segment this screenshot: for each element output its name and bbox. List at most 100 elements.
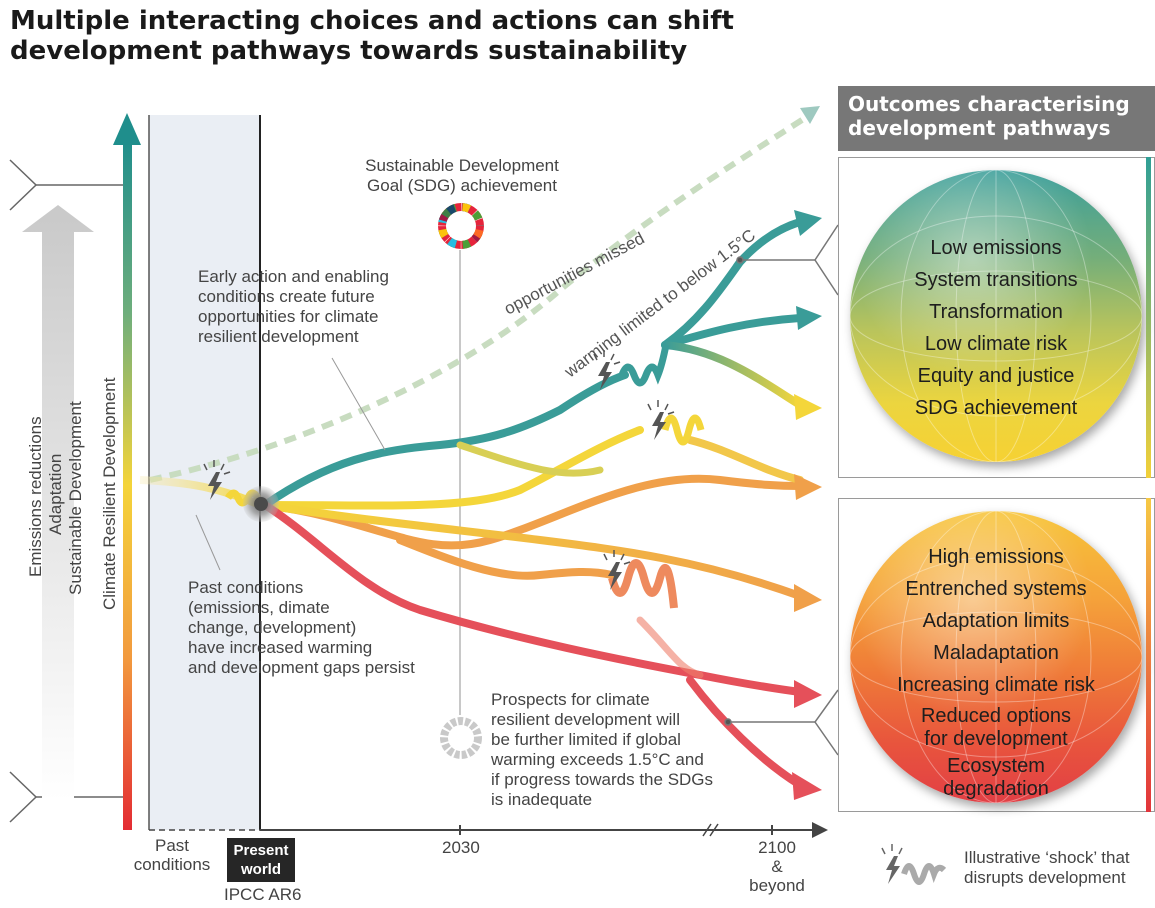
sdg-wheel-gray-icon (440, 717, 482, 759)
sdg-wheel-icon (438, 203, 484, 249)
sdg-achievement-annotation: Sustainable Development Goal (SDG) achie… (362, 156, 562, 196)
outcome-item: Increasing climate risk (897, 674, 1095, 696)
outcome-item: Maladaptation (933, 642, 1059, 664)
outcome-item: Entrenched systems (905, 578, 1087, 600)
outcome-item: SDG achievement (914, 397, 1078, 419)
pathway-arrow-heads (792, 210, 822, 800)
sustainable-outcomes-list: Low emissions System transitions Transfo… (850, 232, 1142, 424)
sustainable-outcomes-sphere: Low emissions System transitions Transfo… (850, 170, 1142, 462)
past-conditions-label: Past conditions (128, 836, 216, 874)
shock-legend-line-1: Illustrative ‘shock’ that (964, 848, 1130, 867)
early-action-line-2: conditions create future (198, 287, 375, 306)
crd-gradient-bar (123, 140, 132, 830)
diagram-title: Multiple interacting choices and actions… (10, 6, 734, 66)
opportunities-missed-label: opportunities missed (501, 229, 648, 319)
outcome-item: Low climate risk (924, 333, 1068, 355)
ipcc-ar6-label: IPCC AR6 (224, 885, 302, 904)
unsustainable-color-strip (1146, 498, 1151, 812)
year-2030-label: 2030 (442, 838, 480, 857)
present-label-line-2: world (241, 861, 281, 878)
pathways (261, 218, 804, 789)
outcome-item: Ecosystem (947, 755, 1045, 777)
pathway-teal-branch-yellow (456, 441, 604, 477)
left-bracket-top (9, 159, 128, 211)
past-line-5: and development gaps persist (188, 658, 415, 677)
outcome-item: Reduced options (920, 705, 1072, 727)
prospects-line-6: is inadequate (491, 790, 593, 809)
unsustainable-outcomes-box: High emissions Entrenched systems Adapta… (838, 498, 1155, 812)
sustainable-outcomes-box: Low emissions System transitions Transfo… (838, 157, 1155, 478)
prospects-line-5: if progress towards the SDGs (491, 770, 714, 789)
past-conditions-annotation: Past conditions (emissions, dimate chang… (188, 578, 415, 678)
outcomes-header: Outcomes characterising development path… (838, 86, 1155, 151)
shock-wiggle-teal (618, 344, 670, 387)
lightning-shock-icon (603, 550, 631, 590)
prospects-line-1: Prospects for climate (491, 690, 650, 709)
pathway-orange-top (261, 474, 804, 550)
adaptation-label: Adaptation (46, 453, 65, 535)
unsustainable-outcomes-sphere: High emissions Entrenched systems Adapta… (850, 511, 1142, 803)
shock-legend-icon (881, 844, 947, 885)
sustainable-development-label: Sustainable Development (66, 401, 85, 595)
early-action-line-1: Early action and enabling (198, 267, 389, 286)
pathway-red-main (261, 501, 804, 696)
pathway-teal-main (261, 371, 629, 509)
title-line-1: Multiple interacting choices and actions… (10, 6, 734, 36)
pathway-red-lower (686, 676, 804, 789)
outcome-item: Low emissions (930, 237, 1062, 259)
outcome-connector-bottom (724, 689, 839, 756)
prospects-line-4: warming exceeds 1.5°C and (491, 750, 704, 769)
pathway-teal-to-yellow (661, 341, 804, 409)
sphere-grid (850, 170, 1142, 462)
sphere-grid (850, 511, 1142, 803)
pathway-yellow-to-orange (261, 501, 804, 600)
time-axis (260, 822, 828, 838)
year-2100-line-2: & beyond (749, 857, 805, 895)
outcome-connector-top (736, 224, 839, 296)
emissions-reductions-label: Emissions reductions (26, 416, 45, 577)
pathway-red-orange (636, 616, 704, 679)
outcome-item: Adaptation limits (922, 610, 1070, 632)
shock-legend-line-2: disrupts development (964, 868, 1126, 887)
outcome-item: Transformation (929, 301, 1063, 323)
sdg-line-2: Goal (SDG) achievement (367, 176, 557, 195)
shock-wiggle-orange (608, 559, 678, 609)
outcome-item: for development (924, 728, 1068, 750)
pathway-yellow-main (261, 426, 644, 510)
outcome-item: Equity and justice (917, 365, 1075, 387)
shock-legend-label: Illustrative ‘shock’ that disrupts devel… (964, 848, 1130, 888)
present-label-line-1: Present (233, 842, 289, 859)
pathway-orange-lower (396, 536, 616, 580)
present-world-label: Present world (227, 838, 295, 882)
lightning-shock-icon (593, 350, 621, 390)
outcome-item: System transitions (914, 269, 1078, 291)
outcomes-header-line-1: Outcomes characterising (848, 92, 1130, 116)
past-conditions-panel (149, 115, 260, 830)
sdg-line-1: Sustainable Development (365, 156, 559, 175)
opportunities-missed-path (149, 115, 807, 483)
gray-upward-arrow (22, 205, 94, 800)
outcome-item: High emissions (928, 546, 1064, 568)
crd-arrow-head (113, 113, 141, 145)
outcomes-header-line-2: development pathways (848, 116, 1111, 140)
sustainable-color-strip (1146, 157, 1151, 478)
pathway-yellow-upper (686, 436, 804, 484)
shock-wiggle-yellow (661, 414, 705, 446)
past-line-3: change, development) (188, 618, 357, 637)
prospects-line-3: be further limited if global (491, 730, 681, 749)
lightning-shock-icon (203, 460, 231, 500)
past-line-4: have increased warming (188, 638, 373, 657)
pathway-teal-mid (661, 314, 804, 349)
lightning-shock-icon (647, 400, 675, 440)
early-action-annotation: Early action and enabling conditions cre… (198, 267, 389, 347)
prospects-annotation: Prospects for climate resilient developm… (491, 690, 713, 810)
outcome-item: degradation (943, 778, 1049, 800)
title-line-2: development pathways towards sustainabil… (10, 36, 688, 66)
past-label-line-1: Past (154, 836, 190, 855)
past-label-line-2: conditions (133, 855, 211, 874)
early-action-line-4: resilient development (198, 327, 359, 346)
past-line-1: Past conditions (188, 578, 304, 597)
early-action-line-3: opportunities for climate (198, 307, 379, 326)
year-2100-line-1: 2100 (758, 838, 796, 857)
